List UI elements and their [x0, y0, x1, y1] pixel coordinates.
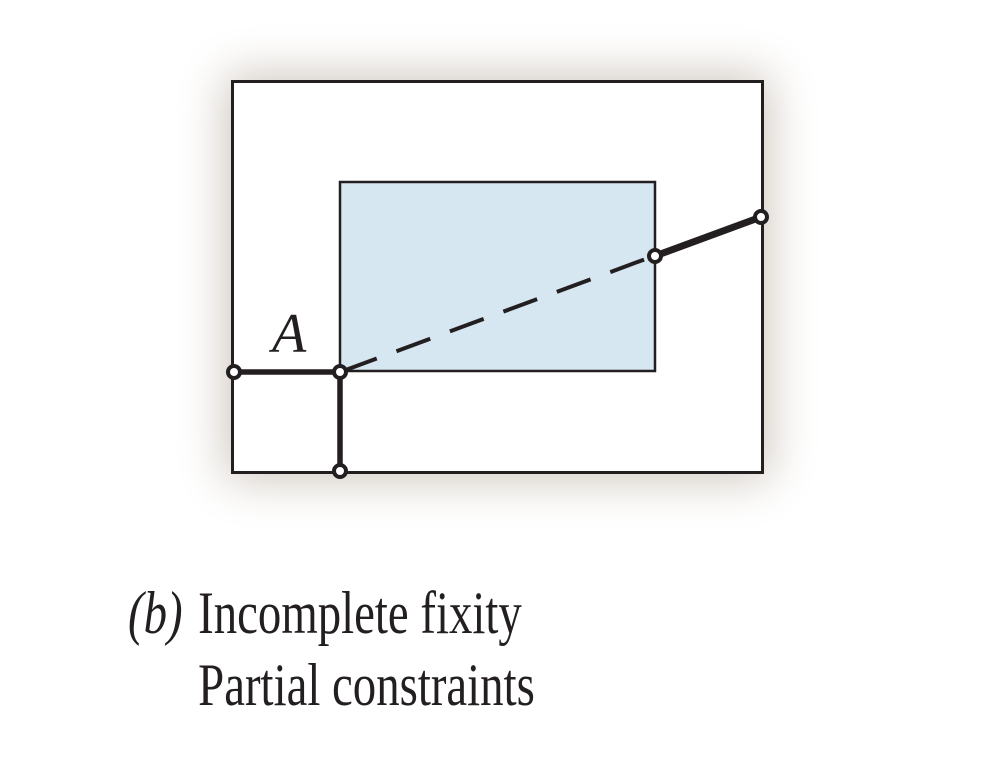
rigid-body: [338, 180, 657, 373]
pin-A: [332, 364, 348, 380]
pin-bottom-wall: [332, 463, 348, 479]
point-label-A: A: [268, 303, 307, 365]
pin-body-right-edge: [647, 248, 663, 264]
caption-line-2: Partial constraints: [198, 652, 535, 718]
caption-lines: Incomplete fixity Partial constraints: [198, 577, 535, 721]
pin-right-wall: [753, 209, 769, 225]
figure-caption: (b) Incomplete fixity Partial constraint…: [128, 577, 535, 721]
pin-left-wall: [226, 364, 242, 380]
link-diagonal-upper-right: [653, 213, 763, 260]
caption-marker: (b): [128, 580, 183, 646]
caption-line-1: Incomplete fixity: [198, 580, 522, 646]
